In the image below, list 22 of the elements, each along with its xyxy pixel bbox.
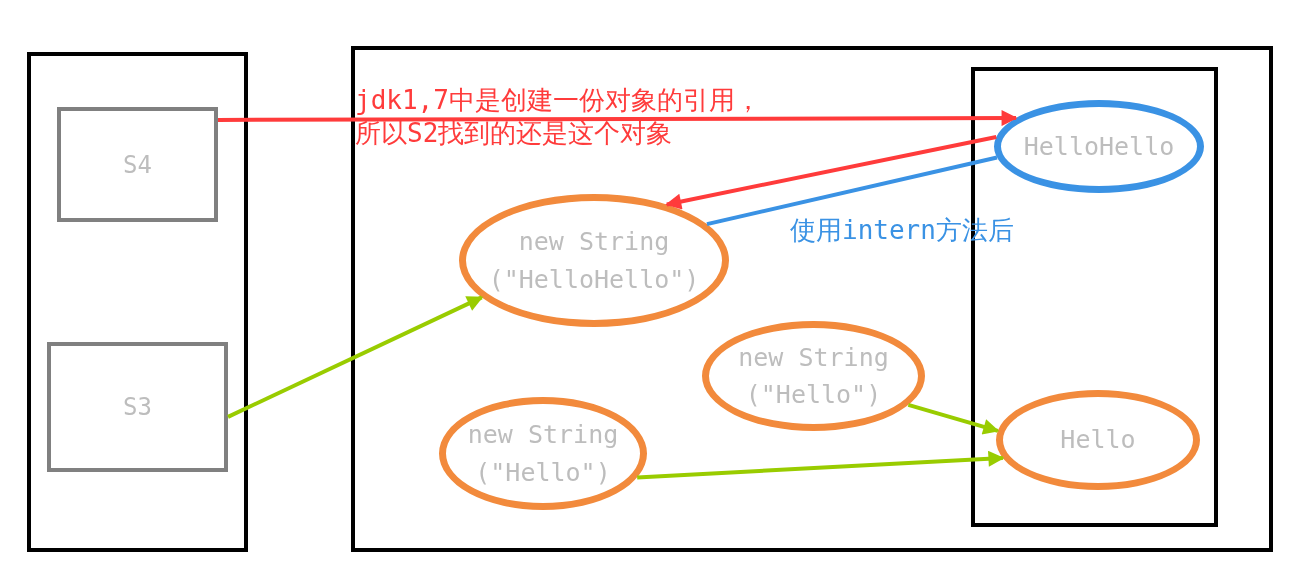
variable-box	[57, 107, 218, 222]
object-ellipse	[459, 194, 729, 327]
node-label: new String ("Hello")	[466, 419, 620, 489]
node-label: new String ("HelloHello")	[487, 226, 701, 296]
arrow	[907, 403, 1000, 435]
object-ellipse	[994, 100, 1204, 193]
node-label: Hello	[1059, 424, 1137, 457]
arrow	[637, 450, 1005, 480]
variable-box	[47, 342, 228, 472]
node-label: S4	[122, 149, 153, 181]
container-box	[351, 46, 1273, 552]
node-label: new String ("Hello")	[737, 341, 890, 411]
container-box	[27, 52, 248, 552]
arrow	[665, 134, 997, 210]
arrow	[227, 295, 484, 419]
node-label: HelloHello	[1022, 130, 1176, 163]
edge-label: jdk1,7中是创建一份对象的引用，所以S2找到的还是这个对象	[355, 84, 762, 149]
arrow	[218, 110, 1018, 127]
node-label: S3	[122, 392, 153, 423]
object-ellipse	[702, 321, 925, 431]
object-ellipse	[996, 390, 1200, 490]
object-ellipse	[439, 397, 647, 510]
